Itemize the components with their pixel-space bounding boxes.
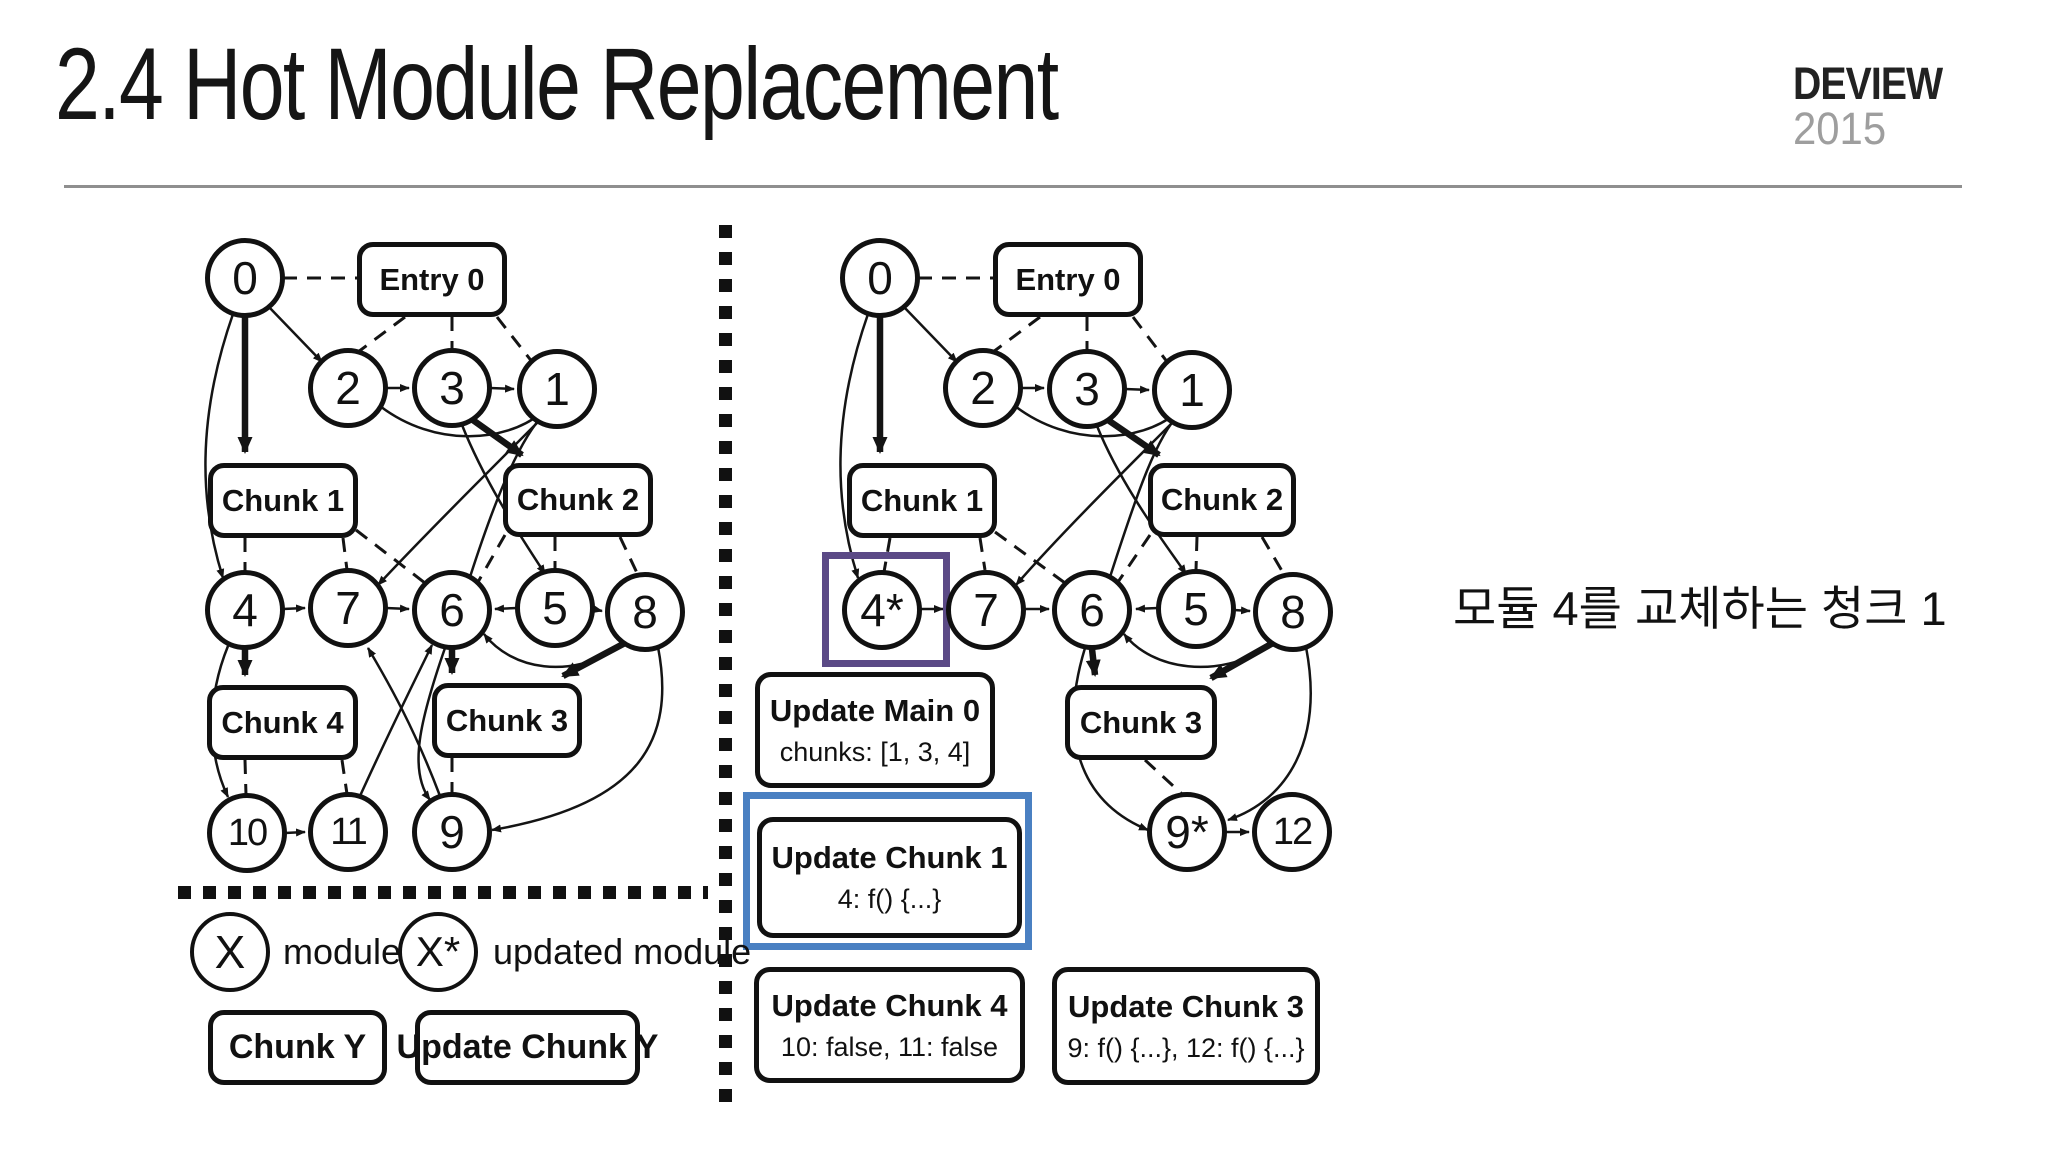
- brand-year: 2015: [1793, 103, 1887, 154]
- update-chunk1-box: Update Chunk 1 4: f() {...}: [757, 817, 1022, 938]
- update-chunk3-box: Update Chunk 3 9: f() {...}, 12: f() {..…: [1052, 967, 1320, 1085]
- legend-module-symbol: X: [190, 912, 270, 992]
- brand-logo: DEVIEW 2015: [1793, 58, 1965, 154]
- left-module-node-5: 5: [515, 568, 595, 648]
- right-module-node-4-updated: 4*: [842, 570, 922, 650]
- update-main0-detail: chunks: [1, 3, 4]: [779, 736, 971, 767]
- left-chunk1-box: Chunk 1: [208, 463, 358, 538]
- left-module-node-7: 7: [308, 568, 388, 648]
- right-chunk1-box: Chunk 1: [847, 463, 997, 538]
- right-module-node-7: 7: [946, 570, 1026, 650]
- right-module-node-8: 8: [1253, 572, 1333, 652]
- left-module-node-6: 6: [412, 570, 492, 650]
- left-module-node-3: 3: [412, 348, 492, 428]
- legend-updated-module-symbol: X*: [398, 912, 478, 992]
- legend-module-label: module: [283, 931, 402, 972]
- left-module-node-4: 4: [205, 570, 285, 650]
- right-module-node-12: 12: [1252, 792, 1332, 872]
- update-chunk3-title: Update Chunk 3: [1068, 988, 1304, 1024]
- left-module-node-1: 1: [517, 349, 597, 429]
- right-module-node-5: 5: [1156, 569, 1236, 649]
- right-module-node-0: 0: [840, 238, 920, 318]
- update-chunk1-title: Update Chunk 1: [771, 840, 1008, 875]
- legend-update-chunk-box: Update Chunk Y: [397, 1010, 658, 1085]
- left-module-node-0: 0: [205, 238, 285, 318]
- left-entry0-box: Entry 0: [357, 242, 507, 317]
- graphs-divider-dotted: [719, 225, 732, 1115]
- page-title: 2.4 Hot Module Replacement: [55, 27, 1059, 141]
- right-module-node-6: 6: [1052, 570, 1132, 650]
- right-chunk2-box: Chunk 2: [1148, 463, 1296, 537]
- left-module-node-8: 8: [605, 572, 685, 652]
- header-divider: [64, 185, 1962, 188]
- right-module-node-2: 2: [943, 348, 1023, 428]
- right-entry0-box: Entry 0: [993, 242, 1143, 317]
- left-module-node-9: 9: [412, 792, 492, 872]
- left-module-node-10: 10: [207, 793, 287, 873]
- update-main0-box: Update Main 0 chunks: [1, 3, 4]: [755, 672, 995, 788]
- right-module-node-1: 1: [1152, 350, 1232, 430]
- right-chunk3-box: Chunk 3: [1065, 685, 1217, 760]
- korean-annotation: 모듈 4를 교체하는 청크 1: [1453, 582, 1947, 635]
- left-chunk4-box: Chunk 4: [207, 685, 358, 760]
- update-chunk4-box: Update Chunk 4 10: false, 11: false: [754, 967, 1025, 1083]
- legend-updated-module-label: updated module: [493, 931, 752, 972]
- left-chunk3-box: Chunk 3: [432, 683, 582, 758]
- legend-divider-dotted: [178, 886, 708, 899]
- update-chunk3-detail: 9: f() {...}, 12: f() {...}: [1067, 1032, 1305, 1063]
- left-chunk2-box: Chunk 2: [503, 463, 653, 537]
- legend-chunk-box: Chunk Y: [208, 1010, 387, 1085]
- left-module-node-2: 2: [308, 348, 388, 428]
- right-module-node-3: 3: [1047, 349, 1127, 429]
- brand-name: DEVIEW: [1793, 58, 1943, 109]
- left-module-node-11: 11: [308, 792, 388, 872]
- right-module-node-9-updated: 9*: [1147, 792, 1227, 872]
- update-main0-title: Update Main 0: [769, 692, 981, 728]
- update-chunk4-title: Update Chunk 4: [771, 987, 1008, 1023]
- update-chunk4-detail: 10: false, 11: false: [780, 1031, 999, 1062]
- update-chunk1-detail: 4: f() {...}: [837, 884, 942, 914]
- update-chunk1-highlight-box: [743, 792, 1032, 950]
